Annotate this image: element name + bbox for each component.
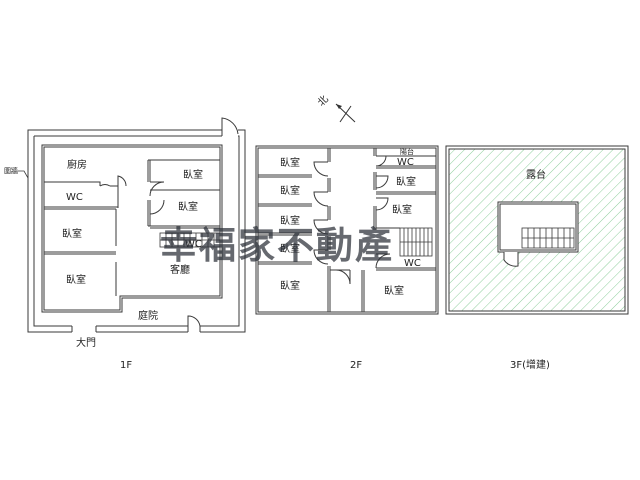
room-wc-1f: WC [66,192,83,203]
room-wc-2f-a: WC [397,157,414,168]
room-courtyard-1f: 庭院 [138,309,158,322]
floor-1f [18,117,246,333]
room-wc-2f-b: WC [404,258,421,269]
label-boundary-wall: 圍牆 [4,166,18,175]
room-bedroom-1f-a: 臥室 [62,227,82,240]
label-main-gate: 大門 [76,336,96,349]
room-wc-1f-b: WC [185,239,202,250]
room-bedroom-2f-c: 臥室 [280,214,300,227]
room-bedroom-2f-h: 臥室 [384,284,404,297]
floor-label-3f: 3F(增建) [510,358,550,371]
room-bedroom-2f-e: 臥室 [280,279,300,292]
room-bedroom-2f-d: 臥室 [280,242,300,255]
floor-2f-labels: 臥室 臥室 臥室 臥室 臥室 陽台 WC 臥室 臥室 WC 臥室 2F [280,147,421,371]
room-terrace-3f: 露台 [526,168,546,181]
room-balcony-2f: 陽台 [400,147,414,156]
room-bedroom-1f-b: 臥室 [66,273,86,286]
north-label: 北 [315,93,331,109]
floor-2f [255,145,439,315]
room-kitchen-1f: 廚房 [67,158,87,171]
room-bedroom-1f-d: 臥室 [178,200,198,213]
room-bedroom-1f-c: 臥室 [183,168,203,181]
room-bedroom-2f-b: 臥室 [280,184,300,197]
room-bedroom-2f-f: 臥室 [396,175,416,188]
watermark-text: 幸福家不動產 [160,223,394,267]
floor-3f-labels: 露台 3F(增建) [510,168,550,371]
floor-label-1f: 1F [120,360,132,371]
north-arrow: 北 [315,93,356,123]
room-bedroom-2f-g: 臥室 [392,203,412,216]
floor-1f-labels: 廚房 WC 臥室 臥室 臥室 臥室 WC 客廳 庭院 圍牆 大門 1F [4,158,203,371]
room-living-1f: 客廳 [170,263,190,276]
floor-label-2f: 2F [350,360,362,371]
floor-3f [445,145,629,315]
room-bedroom-2f-a: 臥室 [280,156,300,169]
